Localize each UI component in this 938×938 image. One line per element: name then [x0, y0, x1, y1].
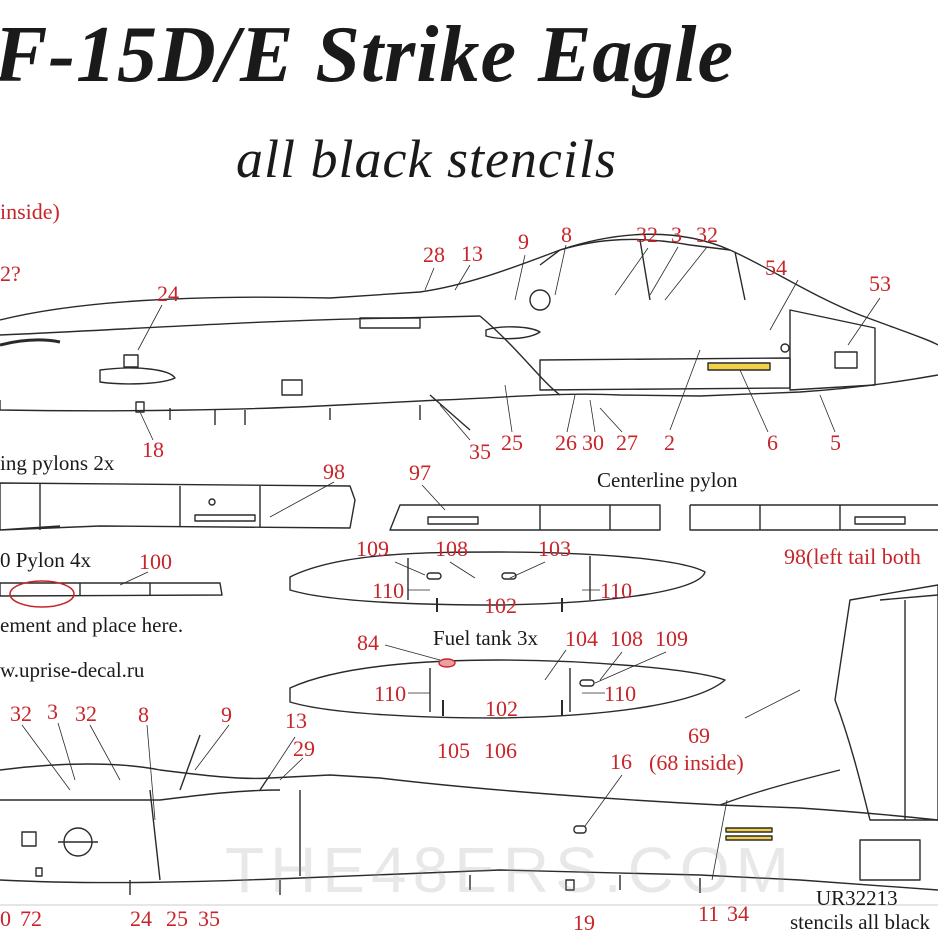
callout-number: 3 [47, 699, 58, 724]
callout-number: 8 [138, 702, 149, 727]
callout-number: 26 [555, 430, 577, 455]
question-note: 2? [0, 261, 21, 286]
left-tail-note: 98(left tail both [784, 544, 921, 569]
callout-number: 102 [485, 696, 518, 721]
callout-number: 72 [20, 906, 42, 931]
callout-number: 103 [538, 536, 571, 561]
callout-number: 106 [484, 738, 517, 763]
lower-aircraft-side-view [0, 584, 938, 906]
callout-number: 8 [561, 222, 572, 247]
upper-aircraft-side-view [0, 233, 938, 431]
callout-number: 6 [767, 430, 778, 455]
callout-number: 35 [469, 439, 491, 464]
callout-number: 30 [582, 430, 604, 455]
callout-number: 24 [157, 281, 179, 306]
callout-number: 35 [198, 906, 220, 931]
sheet-subtitle: all black stencils [236, 129, 617, 189]
callout-number: 16 [610, 749, 632, 774]
callout-number: 110 [374, 681, 407, 706]
callout-number: 25 [501, 430, 523, 455]
callout-number: 105 [437, 738, 470, 763]
callout-number: 98 [323, 459, 345, 484]
watermark: THE48ERS.COM [225, 834, 795, 906]
callout-number: 97 [409, 460, 431, 485]
callout-number: 54 [765, 255, 787, 280]
callout-number: 9 [518, 229, 529, 254]
callout-number: 2 [664, 430, 675, 455]
callout-number: 53 [869, 271, 891, 296]
callout-number: 108 [610, 626, 643, 651]
callout-number: 32 [636, 222, 658, 247]
callout-number: 102 [484, 593, 517, 618]
callout-number: 19 [573, 910, 595, 935]
callout-number: 32 [696, 222, 718, 247]
callout-number: 109 [655, 626, 688, 651]
callout-number: 110 [600, 578, 633, 603]
callout-number: 69 [688, 723, 710, 748]
wing-pylons-label: ing pylons 2x [0, 451, 115, 475]
callout-number: 104 [565, 626, 598, 651]
callout-number: 3 [671, 222, 682, 247]
callout-number: 28 [423, 242, 445, 267]
fuel-tank-a-drawing [289, 551, 706, 612]
fuel-tank-b-drawing [289, 658, 726, 719]
website-label: w.uprise-decal.ru [0, 658, 145, 682]
centerline-pylon-label: Centerline pylon [597, 468, 738, 492]
centerline-pylon-drawing [389, 504, 938, 531]
callout-number: 13 [285, 708, 307, 733]
callout-number: 110 [372, 578, 405, 603]
product-code: UR32213 [816, 886, 898, 910]
callout-number: 32 [75, 701, 97, 726]
callout-number: 29 [293, 736, 315, 761]
product-description: stencils all black [790, 910, 930, 934]
callout-number: 27 [616, 430, 638, 455]
callout-number: 24 [130, 906, 152, 931]
callout-number: 84 [357, 630, 379, 655]
sheet-title: F-15D/E Strike Eagle [0, 11, 735, 99]
inside-68-note: (68 inside) [649, 750, 744, 775]
inside-note: inside) [0, 199, 60, 224]
callout-number: 34 [727, 901, 749, 926]
small-pylon-drawing [0, 580, 223, 608]
callout-number: 100 [139, 549, 172, 574]
callout-number: 9 [221, 702, 232, 727]
callout-number: 109 [356, 536, 389, 561]
callout-number: 108 [435, 536, 468, 561]
callout-number: 32 [10, 701, 32, 726]
pylon-4x-label: 0 Pylon 4x [0, 548, 92, 572]
callout-number: 11 [698, 901, 720, 926]
callout-number: 5 [830, 430, 841, 455]
callout-number: 18 [142, 437, 164, 462]
callout-number: 110 [604, 681, 637, 706]
place-here-label: ement and place here. [0, 613, 184, 637]
wing-pylon-drawing [0, 482, 356, 531]
callout-leader-lines [21, 244, 881, 881]
callout-number: 25 [166, 906, 188, 931]
callout-number: 0 [0, 906, 11, 931]
callout-number: 13 [461, 241, 483, 266]
fuel-tank-label: Fuel tank 3x [433, 626, 538, 650]
